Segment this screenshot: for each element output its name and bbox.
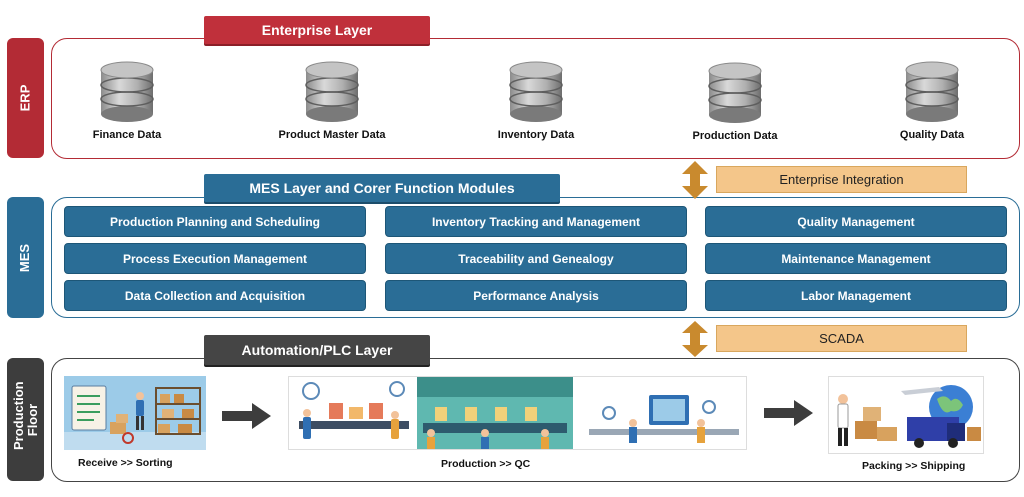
erp-side-label: ERP xyxy=(7,38,44,158)
module-maintenance: Maintenance Management xyxy=(705,243,1007,274)
production-qc-illustration xyxy=(288,376,747,450)
module-production-planning: Production Planning and Scheduling xyxy=(64,206,366,237)
database-icon xyxy=(708,62,762,123)
module-performance-analysis: Performance Analysis xyxy=(385,280,687,311)
receive-sorting-illustration xyxy=(64,376,206,450)
right-arrow-icon xyxy=(222,403,271,429)
database-icon xyxy=(305,61,359,122)
enterprise-integration-box: Enterprise Integration xyxy=(716,166,967,193)
module-traceability: Traceability and Genealogy xyxy=(385,243,687,274)
module-inventory-tracking: Inventory Tracking and Management xyxy=(385,206,687,237)
factory-line-icon xyxy=(299,377,739,449)
production-data-label: Production Data xyxy=(692,130,778,142)
production-data-db: Production Data xyxy=(665,61,805,142)
production-side-text: Production Floor xyxy=(10,380,40,450)
shipping-icon xyxy=(837,385,981,448)
right-arrow-icon xyxy=(764,400,813,426)
quality-data-db: Quality Data xyxy=(862,60,1002,141)
inventory-data-label: Inventory Data xyxy=(497,129,575,141)
database-icon xyxy=(100,61,154,122)
enterprise-layer-title: Enterprise Layer xyxy=(204,16,430,44)
module-process-execution: Process Execution Management xyxy=(64,243,366,274)
product-master-data-db: Product Master Data xyxy=(262,60,402,141)
finance-data-db: Finance Data xyxy=(57,60,197,141)
packing-shipping-caption: Packing >> Shipping xyxy=(862,460,966,472)
warehouse-icon xyxy=(64,385,206,450)
database-icon xyxy=(509,61,563,122)
product-master-data-label: Product Master Data xyxy=(278,129,386,141)
module-quality-management: Quality Management xyxy=(705,206,1007,237)
module-data-collection: Data Collection and Acquisition xyxy=(64,280,366,311)
quality-data-label: Quality Data xyxy=(899,129,965,141)
receive-sorting-caption: Receive >> Sorting xyxy=(78,457,173,469)
up-down-arrow-icon xyxy=(682,321,708,357)
mes-layer-title: MES Layer and Corer Function Modules xyxy=(204,174,560,202)
mes-side-text: MES xyxy=(17,243,33,272)
automation-layer-title: Automation/PLC Layer xyxy=(204,335,430,365)
erp-side-text: ERP xyxy=(17,84,33,112)
database-icon xyxy=(905,61,959,122)
mes-side-label: MES xyxy=(7,197,44,318)
production-qc-caption: Production >> QC xyxy=(441,458,531,470)
up-down-arrow-icon xyxy=(682,161,708,199)
inventory-data-db: Inventory Data xyxy=(466,60,606,141)
module-labor-management: Labor Management xyxy=(705,280,1007,311)
production-side-label: Production Floor xyxy=(7,358,44,481)
scada-box: SCADA xyxy=(716,325,967,352)
packing-shipping-illustration xyxy=(828,376,984,454)
finance-data-label: Finance Data xyxy=(92,129,162,141)
